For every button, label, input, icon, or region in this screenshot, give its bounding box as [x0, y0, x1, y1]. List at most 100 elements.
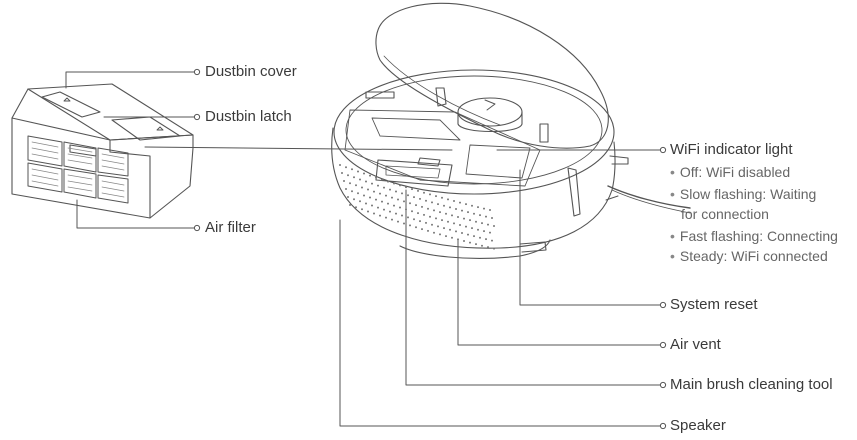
speaker-dot — [427, 207, 429, 210]
speaker-dot — [419, 220, 421, 223]
speaker-dot — [347, 196, 349, 198]
speaker-dot — [485, 238, 487, 241]
label-dustbin-latch: Dustbin latch — [205, 108, 292, 125]
speaker-dot — [371, 182, 373, 185]
speaker-dot — [387, 180, 389, 183]
speaker-dot — [445, 212, 447, 215]
speaker-dot — [355, 184, 357, 187]
wifi-state-slow: •Slow flashing: Waiting — [670, 186, 817, 202]
wifi-state-steady: •Steady: WiFi connected — [670, 248, 828, 264]
speaker-dot — [375, 198, 377, 201]
speaker-dot — [353, 198, 355, 201]
speaker-dot — [407, 216, 409, 219]
speaker-dot — [389, 210, 391, 213]
wifi-state-fast: •Fast flashing: Connecting — [670, 228, 838, 244]
speaker-dot — [441, 219, 443, 222]
speaker-dot — [377, 206, 379, 209]
speaker-dot — [459, 224, 461, 226]
speaker-dot — [485, 215, 487, 218]
speaker-dot — [453, 200, 455, 202]
speaker-dot — [367, 188, 369, 191]
speaker-dot — [351, 190, 353, 193]
speaker-dot — [461, 209, 463, 212]
speaker-dot — [457, 238, 459, 241]
speaker-dot — [385, 216, 387, 219]
speaker-dot — [493, 225, 495, 227]
label-main-brush-cleaning-tool: Main brush cleaning tool — [670, 376, 833, 393]
speaker-dot — [413, 218, 415, 221]
speaker-dot — [407, 194, 409, 197]
speaker-dot — [409, 202, 411, 205]
speaker-dot — [405, 208, 407, 211]
speaker-dot — [483, 207, 485, 210]
speaker-dot — [363, 172, 365, 175]
speaker-dot — [437, 225, 439, 228]
speaker-dot — [385, 194, 387, 197]
speaker-dot — [469, 241, 471, 244]
leader-lines — [65, 71, 661, 427]
speaker-dot — [383, 208, 385, 211]
label-speaker: Speaker — [670, 417, 726, 434]
speaker-dot — [361, 208, 363, 211]
speaker-dot — [435, 217, 437, 220]
speaker-dot — [471, 227, 473, 230]
speaker-dot — [433, 209, 435, 212]
speaker-dot — [489, 231, 491, 234]
speaker-dot — [479, 236, 481, 239]
speaker-dot — [449, 228, 451, 231]
speaker-dot — [415, 204, 417, 207]
speaker-dot — [357, 192, 359, 195]
speaker-dot — [379, 192, 381, 195]
speaker-dot — [431, 223, 433, 226]
wifi-state-slow-cont: for connection — [681, 206, 769, 222]
leader-endpoints — [193, 68, 667, 430]
speaker-dot — [461, 232, 463, 234]
speaker-dot — [371, 204, 373, 207]
speaker-dot — [345, 166, 347, 169]
speaker-dot — [451, 236, 453, 239]
speaker-dot — [471, 204, 473, 207]
speaker-dot — [425, 221, 427, 224]
label-dustbin-cover: Dustbin cover — [205, 63, 297, 80]
speaker-dot — [429, 193, 431, 196]
speaker-dot — [399, 206, 401, 209]
speaker-dot — [397, 198, 399, 201]
speaker-dot — [487, 246, 489, 249]
speaker-dot — [449, 206, 451, 209]
speaker-dot — [387, 202, 389, 205]
speaker-dot — [429, 215, 431, 218]
label-wifi-indicator-light: WiFi indicator light — [670, 141, 793, 158]
speaker-dot — [381, 200, 383, 203]
speaker-dot — [423, 191, 425, 194]
speaker-dot — [415, 226, 417, 229]
speaker-dot — [401, 214, 403, 217]
speaker-dot — [443, 204, 445, 207]
speaker-dot — [399, 184, 401, 187]
speaker-dot — [377, 184, 379, 187]
speaker-dot — [349, 182, 351, 185]
label-air-filter: Air filter — [205, 219, 256, 236]
speaker-dot — [351, 168, 353, 171]
dustbin-illustration — [11, 83, 194, 219]
speaker-dot — [423, 213, 425, 216]
speaker-dot — [345, 188, 347, 190]
speaker-dot — [433, 231, 435, 234]
speaker-dot — [453, 222, 455, 225]
speaker-dot — [431, 201, 433, 204]
speaker-dot — [477, 228, 479, 231]
speaker-dot — [355, 206, 357, 209]
speaker-dot — [491, 217, 493, 219]
label-system-reset: System reset — [670, 296, 758, 313]
speaker-dot — [353, 176, 355, 179]
speaker-dot — [373, 212, 375, 215]
speaker-dot — [477, 206, 479, 209]
speaker-dot — [467, 233, 469, 236]
speaker-dot — [427, 229, 429, 232]
speaker-dot — [421, 205, 423, 208]
speaker-dot — [401, 192, 403, 195]
speaker-dot — [417, 212, 419, 215]
robot-vacuum-illustration — [331, 2, 691, 259]
speaker-dot — [439, 211, 441, 214]
speaker-dot — [447, 198, 449, 201]
